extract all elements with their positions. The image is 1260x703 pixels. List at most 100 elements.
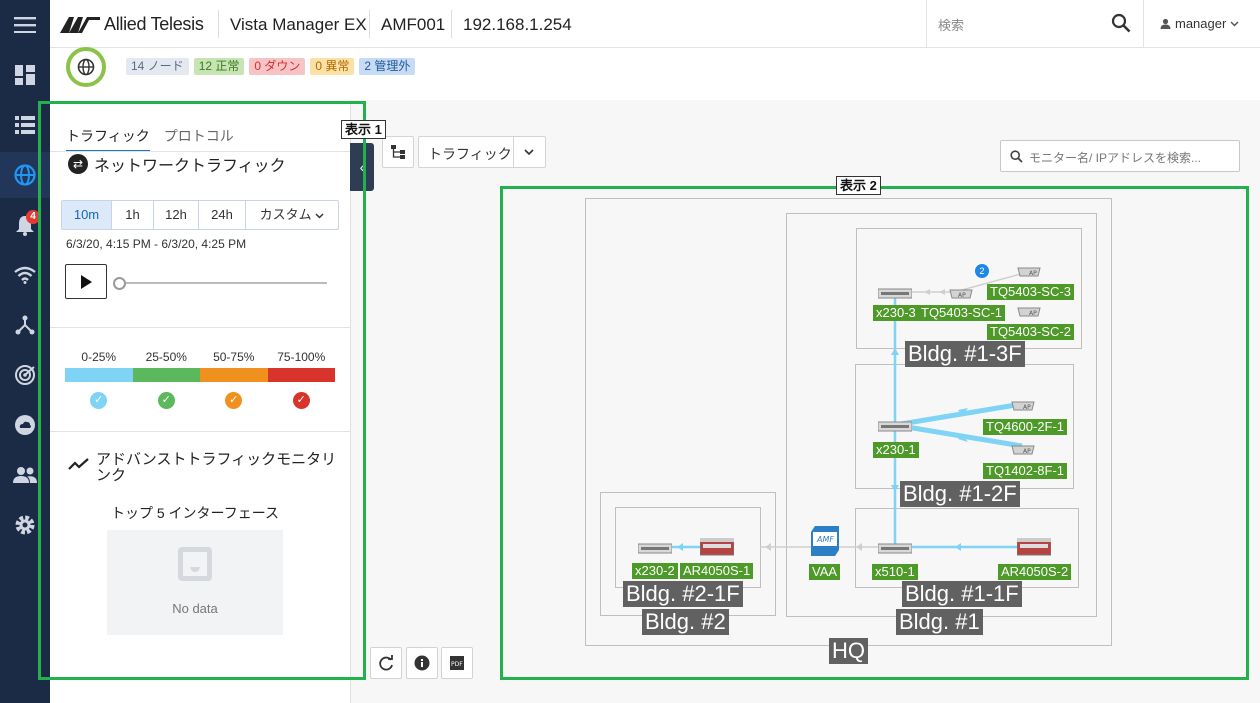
traffic-panel: トラフィック プロトコル ⇄ ネットワークトラフィック 10m 1h 12h 2… xyxy=(50,100,351,703)
down-count-chip[interactable]: 0 ダウン xyxy=(249,58,306,75)
advanced-monitoring-title: アドバンストトラフィックモニタリンク xyxy=(68,452,338,484)
tab-protocol[interactable]: プロトコル xyxy=(163,128,234,144)
svg-text:AP: AP xyxy=(1023,448,1031,455)
global-search[interactable]: 検索 xyxy=(926,0,1144,47)
trending-icon xyxy=(68,458,89,470)
network-map-icon[interactable] xyxy=(0,152,50,198)
alerts-bell-icon[interactable]: 4 xyxy=(0,202,50,248)
chevron-down-icon xyxy=(524,149,534,156)
top5-title: トップ 5 インターフェース xyxy=(110,505,280,521)
legend-label: 0-25% xyxy=(81,350,117,364)
legend-swatch-0-25 xyxy=(65,368,133,382)
legend-label: 25-50% xyxy=(145,350,187,364)
node-label[interactable]: x230-3 xyxy=(873,305,919,321)
play-button[interactable] xyxy=(65,264,107,299)
range-custom-button[interactable]: カスタム xyxy=(246,201,338,229)
range-24h-button[interactable]: 24h xyxy=(199,201,246,229)
node-label[interactable]: TQ5403-SC-2 xyxy=(987,324,1074,340)
wifi-icon[interactable] xyxy=(0,252,50,298)
group-label: HQ xyxy=(829,638,868,664)
range-1h-button[interactable]: 1h xyxy=(112,201,154,229)
svg-text:AP: AP xyxy=(958,292,966,299)
globe-icon xyxy=(77,58,95,76)
device-ip: 192.168.1.254 xyxy=(463,15,572,34)
monitor-search-input[interactable]: モニター名/ IPアドレスを検索... xyxy=(1000,140,1240,172)
network-traffic-title: ⇄ ネットワークトラフィック xyxy=(68,152,286,176)
unmanaged-count-chip[interactable]: 2 管理外 xyxy=(359,58,416,75)
settings-gear-icon[interactable] xyxy=(0,502,50,548)
node-label[interactable]: AR4050S-2 xyxy=(998,564,1072,580)
check-icon[interactable]: ✓ xyxy=(225,392,243,409)
node-label[interactable]: x230-2 xyxy=(632,563,678,579)
network-traffic-label: ネットワークトラフィック xyxy=(94,158,286,175)
range-12h-button[interactable]: 12h xyxy=(154,201,199,229)
node-label[interactable]: TQ4600-2F-1 xyxy=(983,419,1068,435)
brand-logo: Allied Telesis xyxy=(60,14,204,35)
switch-icon[interactable] xyxy=(638,542,672,554)
user-icon xyxy=(1160,18,1171,29)
menu-icon[interactable] xyxy=(0,2,50,48)
user-name: manager xyxy=(1175,16,1227,31)
collapse-panel-button[interactable]: ‹ xyxy=(350,143,374,191)
device-name: AMF001 xyxy=(381,15,446,34)
dashboard-icon[interactable] xyxy=(0,52,50,98)
access-point-icon[interactable]: AP xyxy=(1016,265,1042,277)
group-label: Bldg. #2 xyxy=(642,609,729,635)
timeline-slider-handle[interactable] xyxy=(113,277,126,290)
check-icon[interactable]: ✓ xyxy=(292,392,310,409)
advanced-monitoring-label: アドバンストトラフィックモニタリンク xyxy=(96,451,337,484)
cloud-icon[interactable] xyxy=(0,402,50,448)
search-icon[interactable] xyxy=(1111,13,1131,33)
ap-count-badge[interactable]: 2 xyxy=(975,264,989,278)
abnormal-count-chip[interactable]: 0 異常 xyxy=(310,58,355,75)
annotation-view2-box xyxy=(500,186,1249,680)
range-10m-button[interactable]: 10m xyxy=(62,201,112,229)
annotation-view2-label: 表示 2 xyxy=(836,176,881,195)
vaa-server-icon[interactable]: AMF xyxy=(809,526,841,558)
date-range-text: 6/3/20, 4:15 PM - 6/3/20, 4:25 PM xyxy=(66,237,247,251)
radar-icon[interactable] xyxy=(0,352,50,398)
refresh-button[interactable] xyxy=(370,647,402,679)
node-label[interactable]: AR4050S-1 xyxy=(680,563,754,579)
swap-arrows-icon: ⇄ xyxy=(68,154,88,174)
time-range-selector: 10m 1h 12h 24h カスタム xyxy=(61,200,339,230)
router-icon[interactable] xyxy=(700,536,734,556)
view-mode-select[interactable]: トラフィック xyxy=(418,136,546,168)
access-point-icon[interactable]: AP xyxy=(1016,305,1042,317)
node-label[interactable]: TQ5403-SC-3 xyxy=(987,284,1074,300)
node-count-chip[interactable]: 14 ノード xyxy=(126,58,189,75)
list-icon[interactable] xyxy=(0,102,50,148)
chevron-down-icon xyxy=(315,213,324,219)
node-label[interactable]: VAA xyxy=(809,564,841,580)
legend-swatch-50-75 xyxy=(200,368,268,382)
users-icon[interactable] xyxy=(0,452,50,498)
check-icon[interactable]: ✓ xyxy=(157,392,175,409)
topology-icon[interactable] xyxy=(0,302,50,348)
switch-icon[interactable] xyxy=(878,542,912,554)
refresh-icon xyxy=(379,655,393,671)
user-menu[interactable]: manager xyxy=(1160,16,1239,31)
svg-text:AMF: AMF xyxy=(816,535,834,544)
network-status-globe[interactable] xyxy=(66,47,106,87)
node-label[interactable]: TQ1402-8F-1 xyxy=(983,463,1068,479)
info-button[interactable] xyxy=(406,647,438,679)
router-icon[interactable] xyxy=(1017,536,1051,556)
node-label[interactable]: TQ5403-SC-1 xyxy=(918,305,1005,321)
status-chips: 14 ノード 12 正常 0 ダウン 0 異常 2 管理外 xyxy=(126,58,416,75)
hierarchy-view-button[interactable] xyxy=(382,136,414,168)
access-point-icon[interactable]: AP xyxy=(1010,443,1036,455)
timeline-slider-track[interactable] xyxy=(120,282,327,284)
check-icon[interactable]: ✓ xyxy=(90,392,108,409)
switch-icon[interactable] xyxy=(878,287,912,299)
access-point-icon[interactable]: AP xyxy=(948,287,974,299)
access-point-icon[interactable]: AP xyxy=(1010,399,1036,411)
export-pdf-button[interactable]: PDF xyxy=(441,647,473,679)
group-label: Bldg. #2-1F xyxy=(623,581,743,607)
group-label: Bldg. #1 xyxy=(896,609,983,635)
switch-icon[interactable] xyxy=(878,420,912,432)
normal-count-chip[interactable]: 12 正常 xyxy=(193,58,245,75)
node-label[interactable]: x510-1 xyxy=(872,564,918,580)
node-label[interactable]: x230-1 xyxy=(873,442,919,458)
product-name: Vista Manager EX xyxy=(230,15,367,34)
